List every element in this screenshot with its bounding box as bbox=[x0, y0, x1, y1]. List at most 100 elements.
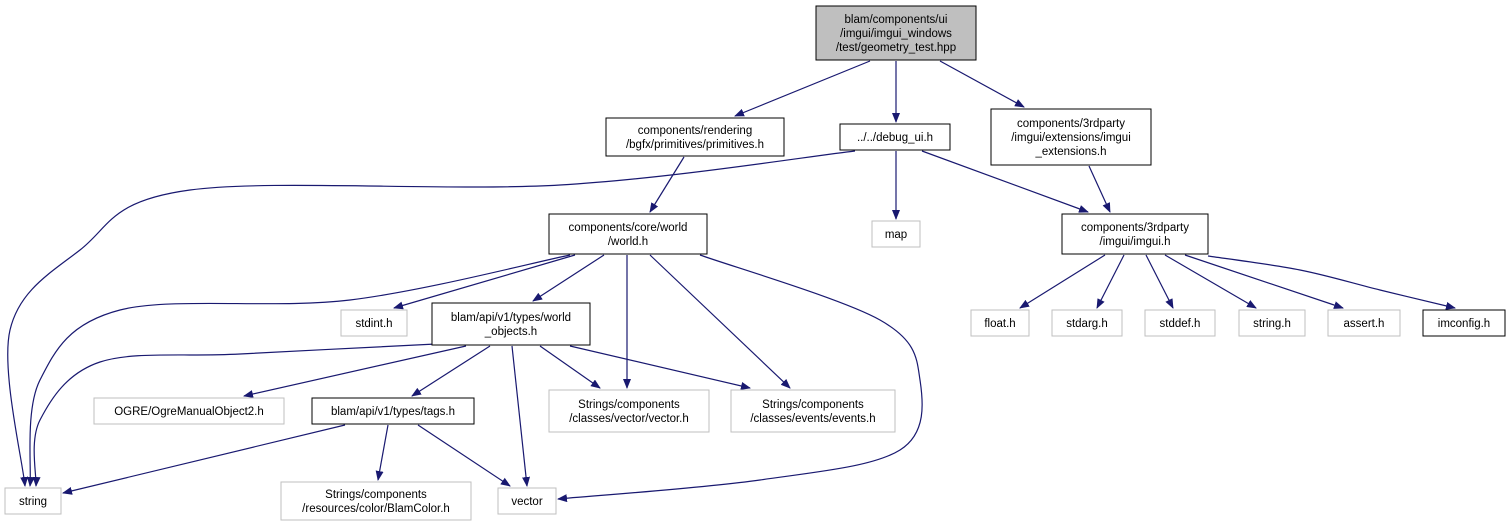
node-box bbox=[548, 389, 710, 433]
node-label-line: /resources/color/BlamColor.h bbox=[302, 503, 450, 515]
node-label-line: assert.h bbox=[1344, 318, 1385, 330]
edge-tags-to-string bbox=[62, 424, 346, 495]
node-box bbox=[990, 108, 1152, 166]
node-label-line: /world.h bbox=[608, 236, 648, 248]
node-label-line: /classes/events/events.h bbox=[750, 413, 875, 425]
node-box bbox=[970, 309, 1030, 337]
node-world-objects[interactable]: blam/api/v1/types/world _objects.h bbox=[431, 302, 591, 346]
node-label-line: stdarg.h bbox=[1066, 318, 1108, 330]
edge-world-objects-to-vector-h bbox=[539, 345, 601, 389]
node-float: float.h bbox=[970, 309, 1030, 337]
node-label-line: Strings/components bbox=[578, 399, 680, 411]
node-box bbox=[1327, 309, 1401, 337]
node-label-line: /bgfx/primitives/primitives.h bbox=[626, 139, 764, 151]
node-box bbox=[1238, 309, 1306, 337]
node-stddef: stddef.h bbox=[1144, 309, 1216, 337]
node-label-line: Strings/components bbox=[325, 489, 427, 501]
node-label-line: Strings/components bbox=[762, 399, 864, 411]
node-vector: vector bbox=[497, 487, 557, 515]
node-label-line: map bbox=[885, 229, 907, 241]
node-string-h: string.h bbox=[1238, 309, 1306, 337]
node-label-line: string bbox=[19, 496, 47, 508]
edge-world-objects-to-string bbox=[32, 343, 437, 487]
node-box bbox=[871, 220, 921, 248]
edge-imgui-to-float bbox=[1019, 254, 1106, 309]
node-label-line: components/core/world bbox=[569, 222, 688, 234]
edge-imgui-to-imconfig bbox=[1207, 255, 1456, 310]
node-ogre: OGRE/OgreManualObject2.h bbox=[93, 397, 285, 425]
edge-imgui-to-stdarg bbox=[1096, 254, 1125, 309]
node-primitives[interactable]: components/rendering/bgfx/primitives/pri… bbox=[605, 117, 785, 157]
edge-primitives-to-world bbox=[649, 156, 685, 213]
node-box bbox=[340, 309, 408, 337]
node-label-line: components/3rdparty bbox=[1017, 118, 1125, 130]
node-box bbox=[605, 117, 785, 157]
node-assert: assert.h bbox=[1327, 309, 1401, 337]
edge-debug-ui-to-string bbox=[7, 150, 856, 487]
node-box bbox=[431, 302, 591, 346]
node-imgui-ext[interactable]: components/3rdparty/imgui/extensions/img… bbox=[990, 108, 1152, 166]
edge-imgui-to-assert bbox=[1184, 254, 1344, 309]
node-label-line: ../../debug_ui.h bbox=[857, 132, 933, 144]
edge-world-objects-to-ogre bbox=[243, 345, 467, 398]
node-label-line: _extensions.h bbox=[1035, 146, 1107, 158]
node-stdarg: stdarg.h bbox=[1051, 309, 1123, 337]
node-label-line: float.h bbox=[984, 318, 1015, 330]
edge-world-to-vector bbox=[557, 254, 923, 503]
node-root[interactable]: blam/components/ui/imgui/imgui_windows/t… bbox=[815, 5, 977, 61]
node-tags[interactable]: blam/api/v1/types/tags.h bbox=[311, 397, 475, 425]
edge-imgui-to-string-h bbox=[1164, 254, 1257, 309]
node-imgui[interactable]: components/3rdparty/imgui/imgui.h bbox=[1061, 213, 1209, 255]
node-label-line: components/3rdparty bbox=[1081, 222, 1189, 234]
nodes: blam/components/ui/imgui/imgui_windows/t… bbox=[4, 5, 1506, 521]
edge-world-objects-to-tags bbox=[411, 345, 491, 397]
edge-world-to-world-objects bbox=[532, 254, 605, 302]
node-box bbox=[497, 487, 557, 515]
node-box bbox=[839, 123, 951, 151]
node-vector-h: Strings/components/classes/vector/vector… bbox=[548, 389, 710, 433]
node-stdint: stdint.h bbox=[340, 309, 408, 337]
node-label-line: /imgui/imgui_windows bbox=[840, 28, 952, 40]
node-imconfig[interactable]: imconfig.h bbox=[1422, 309, 1506, 337]
edge-root-to-imgui-ext bbox=[939, 60, 1025, 108]
edge-tags-to-vector bbox=[417, 424, 511, 487]
node-label-line: vector bbox=[511, 496, 542, 508]
node-box bbox=[548, 213, 708, 255]
node-events: Strings/components/classes/events/events… bbox=[730, 389, 896, 433]
node-box bbox=[1061, 213, 1209, 255]
edge-imgui-ext-to-imgui bbox=[1088, 165, 1111, 213]
node-label-line: components/rendering bbox=[638, 125, 752, 137]
node-label-line: stdint.h bbox=[355, 318, 392, 330]
node-box bbox=[93, 397, 285, 425]
edge-tags-to-blamcolor bbox=[375, 424, 389, 481]
node-label-line: /test/geometry_test.hpp bbox=[836, 42, 956, 54]
node-string: string bbox=[4, 487, 62, 515]
node-label-line: OGRE/OgreManualObject2.h bbox=[114, 406, 264, 418]
node-box bbox=[730, 389, 896, 433]
edges bbox=[7, 60, 1456, 503]
edge-debug-ui-to-imgui bbox=[921, 150, 1089, 213]
node-box bbox=[4, 487, 62, 515]
node-map: map bbox=[871, 220, 921, 248]
node-label-line: blam/api/v1/types/world bbox=[451, 312, 571, 324]
edge-world-objects-to-vector bbox=[511, 345, 531, 487]
edge-root-to-primitives bbox=[734, 60, 871, 117]
node-box bbox=[815, 5, 977, 61]
node-label-line: /classes/vector/vector.h bbox=[569, 413, 689, 425]
node-debug-ui[interactable]: ../../debug_ui.h bbox=[839, 123, 951, 151]
node-box bbox=[1422, 309, 1506, 337]
node-label-line: imconfig.h bbox=[1438, 318, 1490, 330]
node-label-line: blam/components/ui bbox=[845, 14, 948, 26]
node-world[interactable]: components/core/world/world.h bbox=[548, 213, 708, 255]
edge-world-to-stdint bbox=[393, 254, 576, 310]
node-label-line: blam/api/v1/types/tags.h bbox=[331, 406, 455, 418]
node-label-line: /imgui/imgui.h bbox=[1100, 236, 1171, 248]
node-label-line: _objects.h bbox=[484, 326, 537, 338]
node-blamcolor: Strings/components/resources/color/BlamC… bbox=[280, 481, 472, 521]
edge-world-to-events bbox=[649, 254, 791, 389]
edge-imgui-to-stddef bbox=[1145, 254, 1174, 309]
edge-world-objects-to-events bbox=[569, 345, 751, 390]
node-label-line: stddef.h bbox=[1160, 318, 1201, 330]
node-label-line: /imgui/extensions/imgui bbox=[1011, 132, 1131, 144]
